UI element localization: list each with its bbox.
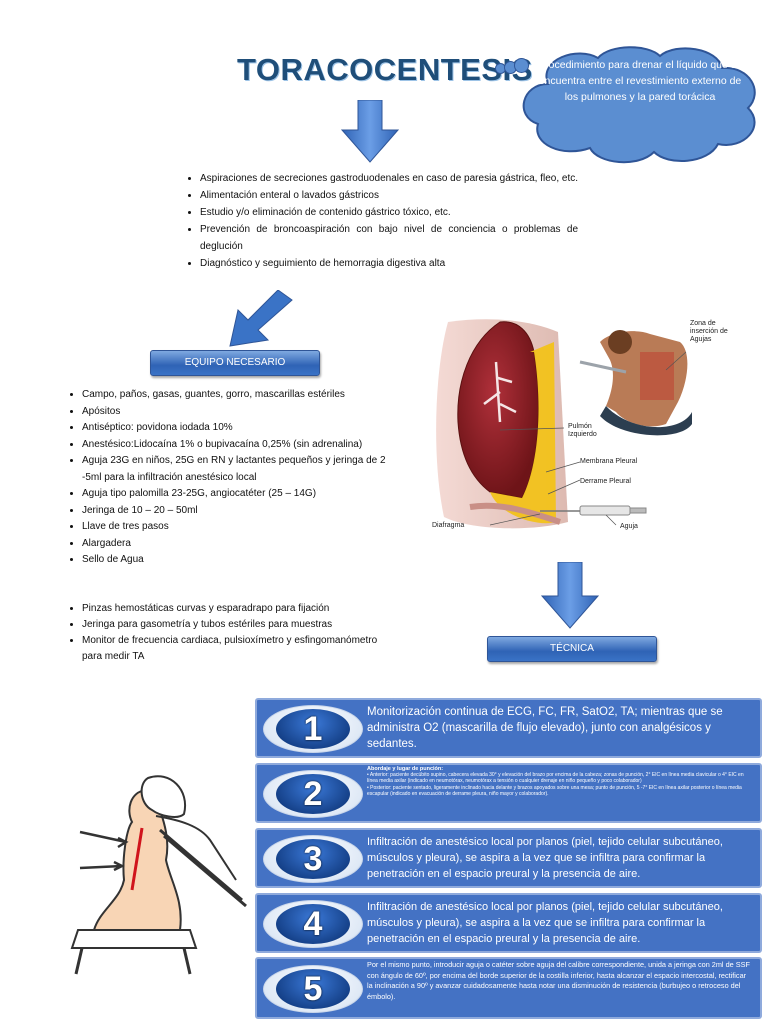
indications-list: Aspiraciones de secreciones gastroduoden… [182,170,578,272]
step-number-badge: 4 [263,900,363,948]
definition-text: Procedimiento para drenar el líquido que… [538,59,742,103]
list-item: Alimentación enteral o lavados gástricos [200,187,578,204]
list-item: Jeringa para gasometría y tubos estérile… [82,617,394,633]
technique-step-5: 5 Por el mismo punto, introducir aguja o… [255,957,762,1019]
step-text: Infiltración de anestésico local por pla… [367,836,723,880]
list-item: Prevención de broncoaspiración con bajo … [200,221,578,255]
list-item: Pinzas hemostáticas curvas y esparadrapo… [82,601,394,617]
definition-cloud [522,46,756,164]
equipment-list: Campo, paños, gasas, guantes, gorro, mas… [64,387,394,569]
technique-step-3: 3 Infiltración de anestésico local por p… [255,828,762,888]
step-number-badge: 1 [263,705,363,753]
label-diafragma: Diafragma [432,522,465,529]
list-item: Aguja 23G en niños, 25G en RN y lactante… [82,453,394,486]
list-item: Antiséptico: povidona iodada 10% [82,420,394,437]
step-number-badge: 5 [263,965,363,1013]
equipment-banner: EQUIPO NECESARIO [150,350,320,376]
step-text: Abordaje y lugar de punción: • Anterior:… [367,766,752,797]
step-bullet: • Anterior: paciente decúbito supino, ca… [367,772,744,785]
label-zona: Zona de inserción de Agujas [690,320,728,343]
label-aguja: Aguja [620,523,638,530]
step-number-badge: 2 [263,770,363,818]
technique-step-2: 2 Abordaje y lugar de punción: • Anterio… [255,763,762,823]
list-item: Estudio y/o eliminación de contenido gás… [200,204,578,221]
list-item: Aspiraciones de secreciones gastroduoden… [200,170,578,187]
diagonal-arrow-icon [229,290,293,347]
technique-step-1: 1 Monitorización continua de ECG, FC, FR… [255,698,762,758]
list-item: Apósitos [82,404,394,421]
step-number-badge: 3 [263,835,363,883]
technique-step-4: 4 Infiltración de anestésico local por p… [255,893,762,953]
step-heading: Abordaje y lugar de punción: [367,766,444,772]
page-title: TORACOCENTESIS [237,52,533,87]
equipment-extra-list: Pinzas hemostáticas curvas y esparadrapo… [64,601,394,665]
down-arrow-icon [340,100,400,163]
thought-bubble-dots [495,58,529,78]
step-text: Infiltración de anestésico local por pla… [367,901,723,945]
thoracentesis-diagram [436,319,692,529]
step-text: Monitorización continua de ECG, FC, FR, … [367,706,723,750]
list-item: Aguja tipo palomilla 23-25G, angiocatéte… [82,486,394,503]
list-item: Jeringa de 10 – 20 – 50ml [82,503,394,520]
list-item: Alargadera [82,536,394,553]
step-text: Por el mismo punto, introducir aguja o c… [367,960,750,1001]
list-item: Diagnóstico y seguimiento de hemorragia … [200,255,578,272]
label-membrana: Membrana Pleural [580,458,638,465]
down-arrow-icon [540,562,600,629]
step-bullet: • Posterior: paciente sentado, ligeramen… [367,784,742,797]
list-item: Monitor de frecuencia cardiaca, pulsioxí… [82,633,394,665]
list-item: Anestésico:Lidocaína 1% o bupivacaína 0,… [82,437,394,454]
list-item: Llave de tres pasos [82,519,394,536]
list-item: Campo, paños, gasas, guantes, gorro, mas… [82,387,394,404]
patient-sketch [70,775,247,975]
list-item: Sello de Agua [82,552,394,569]
label-pulmon: Pulmón Izquierdo [568,423,597,438]
technique-banner: TÉCNICA [487,636,657,662]
label-derrame: Derrame Pleural [580,478,631,485]
